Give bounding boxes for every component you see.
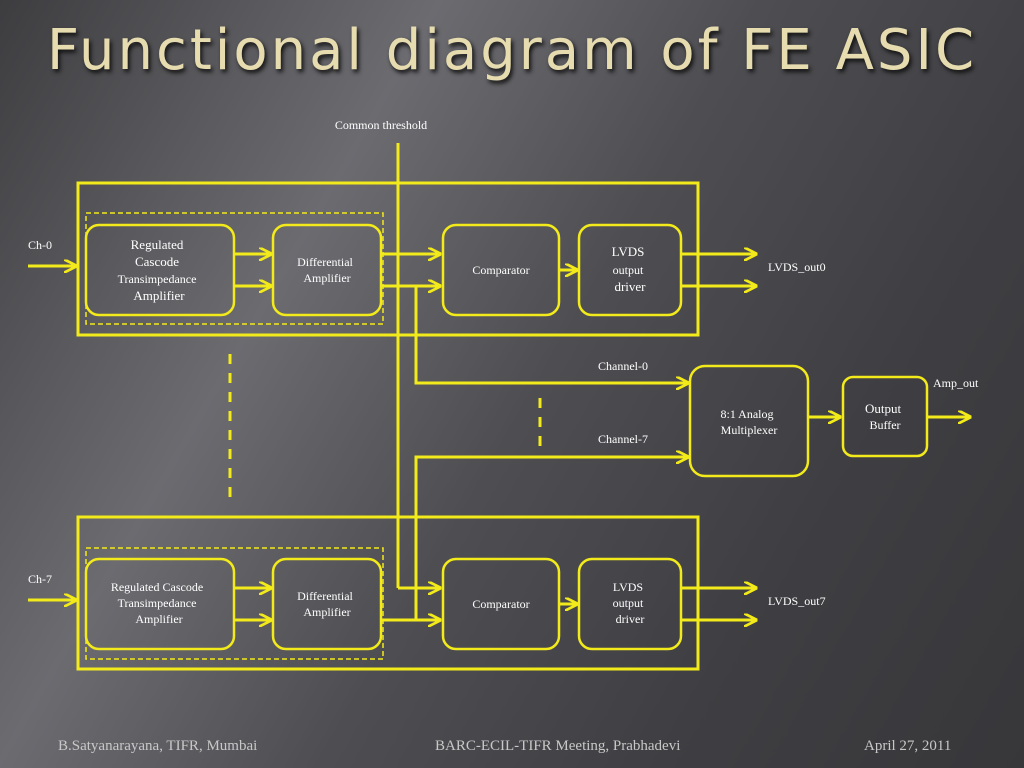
rcta-block-0-label: Regulated Cascode Transimpedance Amplifi… [118,236,201,303]
rcta-block-7-label: Regulated Cascode Transimpedance Amplifi… [111,578,207,626]
diff-amp-block-0-label: Differential Amplifier [297,253,357,285]
amp-out-label: Amp_out [933,376,979,390]
lvds-driver-7-label: LVDS output driver [613,578,648,626]
comparator-0-label: Comparator [472,263,529,277]
lvds7-line3: driver [616,612,645,626]
diff-amp-block-0 [271,223,383,317]
lvds0-line2: output [613,263,644,277]
comparator-7-label: Comparator [472,597,529,611]
footer-date: April 27, 2011 [864,738,952,754]
lvds7-line2: output [613,596,644,610]
analog-multiplexer-label: 8:1 Analog Multiplexer [721,405,778,437]
channel0-label: Channel-0 [598,359,648,373]
analog-multiplexer-block [688,364,810,478]
lvds-driver-block-0 [577,223,683,317]
channel-0-to-mux-wire [414,286,688,383]
rcta7-line1: Regulated Cascode [111,580,203,594]
output-buffer-label: Output Buffer [865,400,905,432]
channel7-label: Channel-7 [598,432,648,446]
rcta7-line3: Amplifier [135,612,182,626]
diff-amp-block-7-label: Differential Amplifier [297,587,357,619]
ch0-label: Ch-0 [28,238,52,252]
footer-author: B.Satyanarayana, TIFR, Mumbai [58,738,258,754]
buffer-line1: Output [865,401,902,416]
lvds-driver-block-7 [577,557,683,651]
rcta0-line2: Cascode [135,254,179,269]
lvds-driver-0-label: LVDS output driver [612,243,649,294]
ch7-label: Ch-7 [28,572,52,586]
channel-0-frame [76,181,700,337]
rcta-block-7 [84,557,236,651]
diff7-line2: Amplifier [303,605,350,619]
rcta0-line1: Regulated [131,237,184,252]
output-buffer-block [841,375,929,458]
footer-meeting: BARC-ECIL-TIFR Meeting, Prabhadevi [435,738,681,754]
lvds-out7-label: LVDS_out7 [768,594,826,608]
rcta-block-0 [84,223,236,317]
lvds7-line1: LVDS [613,580,643,594]
diff0-line2: Amplifier [303,271,350,285]
lvds0-line1: LVDS [612,244,645,259]
rcta7-line2: Transimpedance [118,596,197,610]
mux-line1: 8:1 Analog [721,407,774,421]
channel-7-frame [76,515,700,671]
rcta0-line4: Amplifier [133,288,185,303]
channel-7-to-mux-wire [414,457,688,620]
diff0-line1: Differential [297,255,353,269]
diff-amp-block-7 [271,557,383,651]
common-threshold-label: Common threshold [335,118,427,132]
mux-line2: Multiplexer [721,423,778,437]
rcta0-line3: Transimpedance [118,272,197,286]
slide-title: Functional diagram of FE ASIC [46,18,978,83]
buffer-line2: Buffer [869,418,900,432]
lvds-out0-label: LVDS_out0 [768,260,826,274]
lvds0-line3: driver [614,279,646,294]
diff7-line1: Differential [297,589,353,603]
